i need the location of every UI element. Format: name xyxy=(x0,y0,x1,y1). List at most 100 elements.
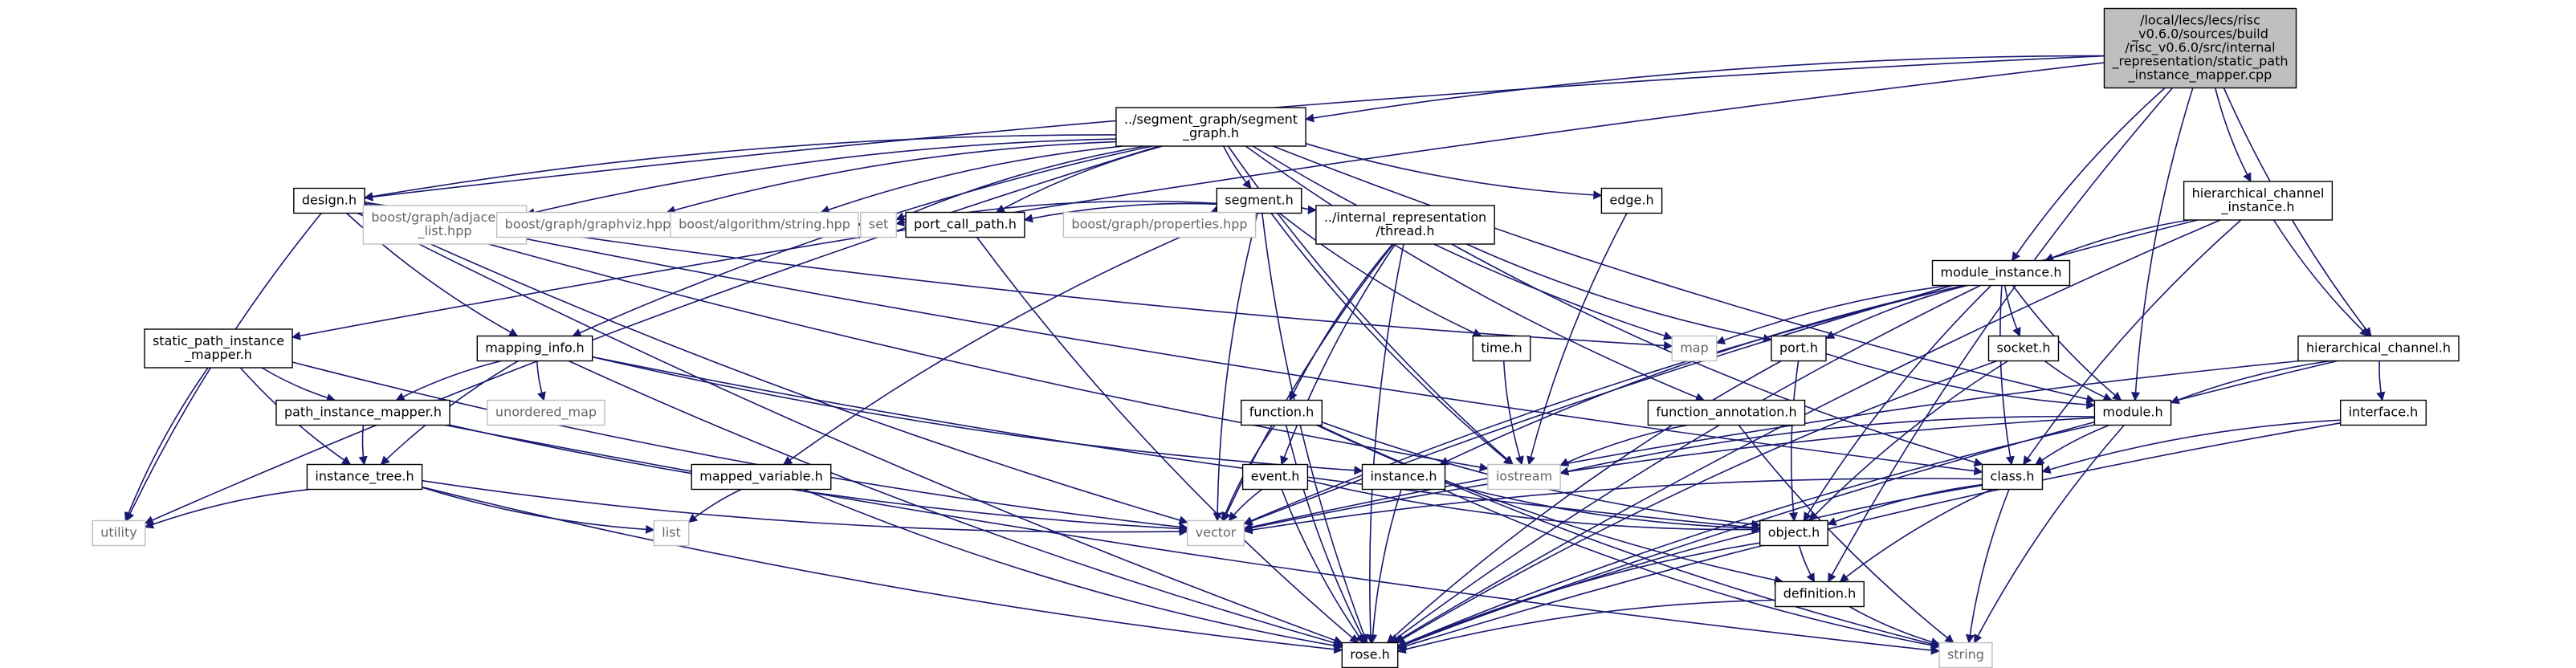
edge-instance-tree-to-vector xyxy=(422,479,1188,536)
node-graphviz: boost/graph/graphviz.hpp xyxy=(495,211,680,238)
node-definition[interactable]: definition.h xyxy=(1775,580,1865,608)
edge-interface-to-class xyxy=(2041,419,2341,474)
node-root[interactable]: /local/lecs/lecs/risc_v0.6.0/sources/bui… xyxy=(2103,7,2297,89)
node-hier-channel[interactable]: hierarchical_channel.h xyxy=(2297,335,2460,362)
node-segment[interactable]: segment.h xyxy=(1216,187,1302,214)
node-segment-graph[interactable]: ../segment_graph/segment_graph.h xyxy=(1115,107,1306,147)
node-thread[interactable]: ../internal_representation/thread.h xyxy=(1315,205,1495,245)
node-mapping-info[interactable]: mapping_info.h xyxy=(476,335,593,362)
edge-module-instance-to-class xyxy=(1999,285,2015,466)
edge-function-to-rose xyxy=(1285,425,1367,644)
node-class[interactable]: class.h xyxy=(1981,463,2044,491)
edge-instance-tree-to-list xyxy=(422,487,655,534)
edge-mapped-variable-to-rose xyxy=(803,488,1343,650)
edge-mapping-info-to-object xyxy=(592,356,1761,532)
node-label: mapped_variable.h xyxy=(699,469,822,485)
edge-segment-graph-to-algorithm-string xyxy=(820,145,1123,214)
edge-instance-tree-to-utility xyxy=(144,488,311,529)
node-port[interactable]: port.h xyxy=(1771,335,1827,362)
node-rose[interactable]: rose.h xyxy=(1341,642,1399,668)
edge-time-to-iostream xyxy=(1502,360,1524,466)
edge-segment-graph-to-set xyxy=(895,145,1146,221)
node-hier-channel-instance[interactable]: hierarchical_channel_instance.h xyxy=(2183,181,2333,221)
node-unordered-map: unordered_map xyxy=(487,399,605,426)
node-function[interactable]: function.h xyxy=(1241,399,1323,426)
node-set: set xyxy=(860,211,897,238)
edge-root-to-static-path-instance-mapper xyxy=(291,62,2105,340)
edge-port-to-module xyxy=(1825,352,2096,409)
node-string: string xyxy=(1938,642,1993,668)
node-iostream: iostream xyxy=(1487,463,1561,491)
node-module[interactable]: module.h xyxy=(2093,399,2172,426)
node-time[interactable]: time.h xyxy=(1472,335,1531,362)
node-label: class.h xyxy=(1991,469,2035,484)
edge-hier-channel-instance-to-hier-channel xyxy=(2272,219,2370,337)
node-edge[interactable]: edge.h xyxy=(1600,187,1663,214)
node-box xyxy=(1186,519,1245,547)
node-module-instance[interactable]: module_instance.h xyxy=(1931,259,2071,287)
node-label: module_instance.h xyxy=(1941,265,2062,281)
edge-design-to-iostream xyxy=(364,208,1489,472)
edge-module-instance-to-vector xyxy=(1243,284,1964,525)
node-algorithm-string: boost/algorithm/string.hpp xyxy=(670,211,859,238)
node-map: map xyxy=(1671,335,1718,362)
edge-static-path-instance-mapper-to-utility xyxy=(124,367,209,522)
node-mapped-variable[interactable]: mapped_variable.h xyxy=(691,463,832,491)
node-port-call-path[interactable]: port_call_path.h xyxy=(905,211,1025,238)
node-object[interactable]: object.h xyxy=(1759,519,1828,547)
node-path-instance-mapper[interactable]: path_instance_mapper.h xyxy=(275,399,450,426)
node-instance[interactable]: instance.h xyxy=(1361,463,1446,491)
edge-instance-tree-to-rose xyxy=(422,486,1343,654)
edge-thread-to-event xyxy=(1280,243,1396,466)
node-label: iostream xyxy=(1496,469,1552,484)
node-label: vector xyxy=(1196,525,1237,540)
node-box xyxy=(860,211,897,238)
node-socket[interactable]: socket.h xyxy=(1987,335,2060,362)
node-label: event.h xyxy=(1251,469,1300,484)
node-box xyxy=(293,187,365,214)
edge-static-path-instance-mapper-to-path-instance-mapper xyxy=(261,367,336,402)
node-label: boost/graph/adjacency xyxy=(371,210,518,225)
edge-design-to-class xyxy=(365,206,1983,476)
node-box xyxy=(905,211,1025,238)
edge-thread-to-rose xyxy=(1366,243,1404,644)
edge-definition-to-rose xyxy=(1396,599,1775,654)
edge-module-to-class xyxy=(2035,424,2110,466)
node-box xyxy=(487,399,605,426)
node-design[interactable]: design.h xyxy=(293,187,365,214)
edge-mapped-variable-to-list xyxy=(687,488,742,523)
edge-class-to-definition xyxy=(1839,488,1992,583)
edge-port-to-object xyxy=(1788,360,1800,522)
node-interface[interactable]: interface.h xyxy=(2340,399,2427,426)
edge-segment-graph-to-adjacency-list xyxy=(525,138,1116,218)
node-label: string xyxy=(1947,647,1984,662)
edge-instance-to-rose xyxy=(1367,489,1402,644)
node-label: boost/algorithm/string.hpp xyxy=(679,217,850,232)
node-label: map xyxy=(1680,340,1709,356)
node-static-path-instance-mapper[interactable]: static_path_instance_mapper.h xyxy=(144,328,293,369)
edge-thread-to-port xyxy=(1466,243,1773,343)
node-box xyxy=(1671,335,1718,362)
edge-segment-graph-to-design xyxy=(364,134,1116,202)
node-label: _list.hpp xyxy=(417,223,471,239)
node-function-annotation[interactable]: function_annotation.h xyxy=(1647,399,1806,426)
edge-thread-to-function xyxy=(1289,243,1393,401)
edge-segment-graph-to-segment xyxy=(1222,145,1252,189)
node-box xyxy=(275,399,450,426)
edge-segment-graph-to-mapping-info xyxy=(572,145,1152,337)
node-label: socket.h xyxy=(1997,340,2051,356)
edge-segment-graph-to-module xyxy=(1273,145,2096,404)
edge-segment-to-rose xyxy=(1262,213,1368,644)
node-event[interactable]: event.h xyxy=(1241,463,1309,491)
node-box xyxy=(670,211,859,238)
node-instance-tree[interactable]: instance_tree.h xyxy=(306,463,423,491)
node-label: boost/graph/properties.hpp xyxy=(1071,217,1247,232)
node-box xyxy=(495,211,680,238)
node-box xyxy=(92,519,146,547)
node-label: /risc_v0.6.0/src/internal xyxy=(2125,40,2275,56)
node-label: edge.h xyxy=(1609,193,1653,208)
edge-function-annotation-to-string xyxy=(1738,425,1954,644)
edge-module-to-string xyxy=(1973,424,2125,644)
node-label: _representation/static_path xyxy=(2111,54,2288,70)
